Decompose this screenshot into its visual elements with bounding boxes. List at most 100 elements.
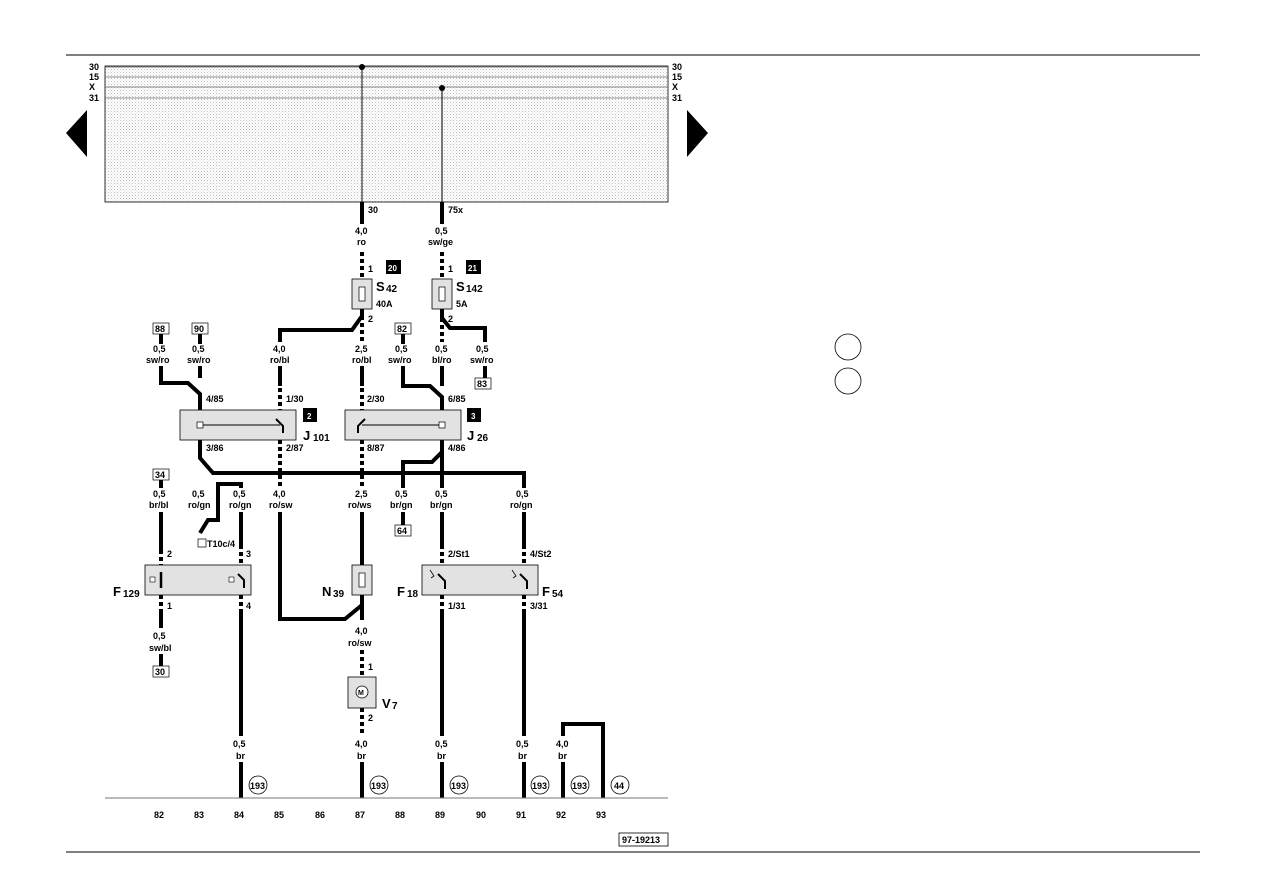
wire-color: bl/ro	[432, 355, 452, 365]
thermo-symbol	[429, 569, 435, 579]
ground-number: 193	[572, 781, 587, 791]
resistor-index: 39	[333, 589, 345, 600]
fuse-element	[358, 286, 366, 302]
ref-number: 82	[397, 324, 407, 334]
relay-contact	[275, 418, 284, 433]
wire-size: 0,5	[435, 489, 448, 499]
switch-symbol: F	[397, 584, 405, 599]
ground-point	[369, 775, 389, 795]
wire-color: br	[236, 751, 245, 761]
ref-number: 88	[155, 324, 165, 334]
switch-symbol: F	[542, 584, 550, 599]
track-number: 91	[516, 810, 526, 820]
rail-label-left-30: 30	[89, 62, 99, 72]
wire-color: br/gn	[430, 500, 453, 510]
fuse-element	[438, 286, 446, 302]
switch-f18-f54	[421, 564, 539, 596]
terminal-label: 75x	[448, 205, 463, 215]
drawing-number: 97-19213	[622, 835, 660, 845]
pin-label: 4/St2	[530, 549, 552, 559]
pin-label: 4	[246, 601, 251, 611]
wire-size: 0,5	[476, 344, 489, 354]
pin-label: 1/30	[286, 394, 304, 404]
wire-size: 0,5	[233, 489, 246, 499]
pin-label: 8/87	[367, 443, 385, 453]
rail-label-left-15: 15	[89, 72, 99, 82]
switch-actuator	[149, 576, 156, 583]
switch-contact	[437, 573, 446, 589]
ref-number: 90	[194, 324, 204, 334]
switch-index: 129	[123, 589, 140, 600]
wire-color: br	[357, 751, 366, 761]
drawing-number-box	[618, 832, 669, 847]
wire-color: ro	[357, 237, 367, 247]
wire-size: 4,0	[355, 226, 368, 236]
pin-label: 2	[448, 314, 453, 324]
rail-label-right-30: 30	[672, 62, 682, 72]
terminal-label: 30	[368, 205, 378, 215]
wire-size: 0,5	[395, 344, 408, 354]
prev-page-arrow-icon[interactable]	[66, 110, 87, 157]
switch-contact	[519, 573, 528, 589]
relay-coil	[438, 421, 446, 429]
wire-color: sw/ro	[470, 355, 494, 365]
ground-number: 193	[371, 781, 386, 791]
pin-label: 2/St1	[448, 549, 470, 559]
wire-color: br	[558, 751, 567, 761]
wire-color: sw/ge	[428, 237, 453, 247]
motor-icon	[355, 685, 369, 699]
rail-label-left-31: 31	[89, 93, 99, 103]
ref-number: 64	[397, 526, 407, 536]
wire-loop-92-93	[561, 722, 605, 798]
connector-label: T10c/4	[207, 539, 235, 549]
wire-color: ro/bl	[270, 355, 290, 365]
pin-label: 3	[246, 549, 251, 559]
wire-size: 4,0	[355, 626, 368, 636]
wire-color: sw/ro	[388, 355, 412, 365]
thermo-symbol	[511, 569, 517, 579]
wire-color: ro/ws	[348, 500, 372, 510]
switch-actuator	[228, 576, 235, 583]
relay-index: 26	[477, 433, 489, 444]
fuse-symbol: S	[456, 279, 465, 294]
fuse-index: 142	[466, 284, 483, 295]
switch-index: 18	[407, 589, 419, 600]
blank-circle	[834, 333, 862, 361]
wire-size: 0,5	[435, 739, 448, 749]
wire-color: ro/sw	[269, 500, 294, 510]
wire-j26-85	[401, 366, 444, 410]
ground-point	[610, 775, 630, 795]
wire-color: sw/bl	[149, 643, 172, 653]
pin-label: 3/31	[530, 601, 548, 611]
wire-size: 0,5	[153, 344, 166, 354]
wire-color: ro/bl	[352, 355, 372, 365]
track-number: 92	[556, 810, 566, 820]
wire-size: 0,5	[516, 739, 529, 749]
pin-label: 1	[368, 662, 373, 672]
wire-s142-out	[440, 309, 487, 342]
rail-label-right-x: X	[672, 82, 678, 92]
switch-symbol: F	[113, 584, 121, 599]
wire-ro-sw-motor	[278, 512, 364, 621]
pin-label: 1/31	[448, 601, 466, 611]
wire-color: sw/ro	[146, 355, 170, 365]
ground-point	[570, 775, 590, 795]
pin-label: 1	[368, 264, 373, 274]
track-number: 89	[435, 810, 445, 820]
rail-label-right-31: 31	[672, 93, 682, 103]
motor-symbol: V	[382, 696, 391, 711]
track-number: 87	[355, 810, 365, 820]
ref-number: 83	[477, 379, 487, 389]
wire-size: 0,5	[192, 344, 205, 354]
wire-j26-86	[401, 440, 444, 488]
wire-size: 0,5	[395, 489, 408, 499]
wire-color: ro/gn	[229, 500, 252, 510]
wire-size: 2,5	[355, 344, 368, 354]
resistor-symbol: N	[322, 584, 331, 599]
pin-label: 3/86	[206, 443, 224, 453]
next-page-arrow-icon[interactable]	[687, 110, 708, 157]
blank-circle	[834, 367, 862, 395]
track-number: 86	[315, 810, 325, 820]
ground-point	[248, 775, 268, 795]
slot-badge	[467, 408, 481, 422]
